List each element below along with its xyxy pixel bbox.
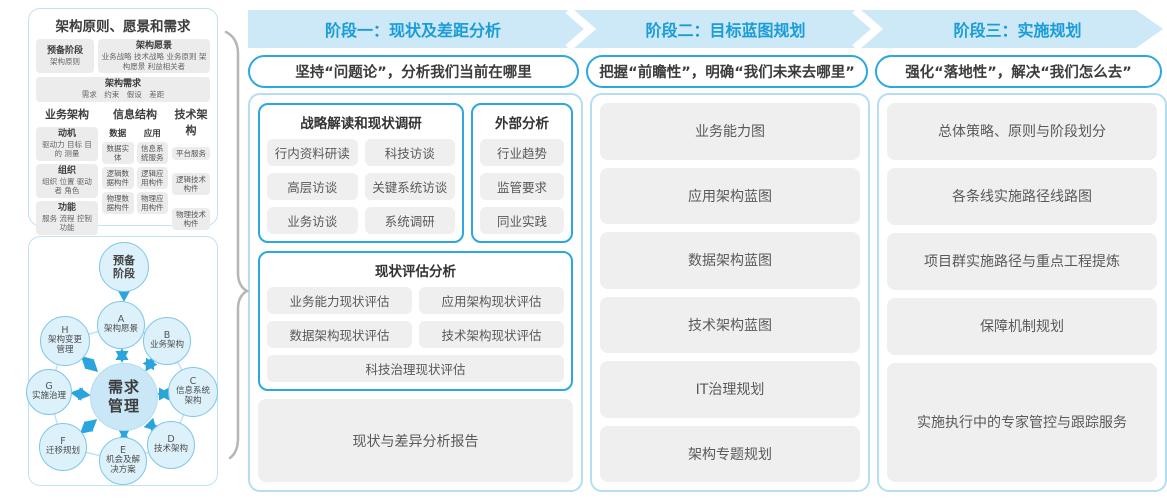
banner-phase-3: 阶段三：实施规划	[953, 21, 1082, 40]
assessment-item: 应用架构现状评估	[419, 287, 564, 314]
motivation-box: 动机 驱动力 目标 目的 测量	[36, 126, 98, 161]
data-subcolumn: 数据 数据实体 逻辑数据构件 物理数据构件	[102, 127, 134, 235]
adm-node-b: B 业务架构	[143, 317, 191, 365]
deliverable-item: 项目群实施路径与重点工程提炼	[887, 232, 1157, 290]
deliverable-item: 保障机制规划	[887, 297, 1157, 355]
prep-phase-circle: 预备阶段	[99, 242, 149, 292]
research-item: 业务访谈	[267, 207, 358, 234]
prep-phase-circle-label: 预备阶段	[113, 253, 135, 280]
chevron-separator-icon	[565, 10, 597, 48]
column-phase-3: 总体策略、原则与阶段划分 各条线实施路径线路图 项目群实施路径与重点工程提炼 保…	[877, 93, 1167, 492]
research-item: 系统调研	[364, 207, 455, 234]
application-item: 逻辑应用构件	[136, 166, 168, 189]
research-item: 科技访谈	[364, 139, 455, 166]
technology-item: 逻辑技术构件	[172, 173, 210, 196]
function-box: 功能 服务 流程 控制 功能	[36, 200, 98, 235]
assessment-item: 业务能力现状评估	[267, 287, 412, 314]
architecture-framework-panel: 架构原则、愿景和需求 预备阶段 架构原则 架构愿景 业务战略 技术战略 业务原则…	[28, 8, 218, 275]
adm-node-f: F 迁移规划	[39, 423, 87, 471]
external-analysis-title: 外部分析	[495, 116, 549, 132]
application-item: 信息系统服务	[136, 141, 168, 164]
deliverable-item: 总体策略、原则与阶段划分	[887, 103, 1157, 160]
assessment-item: 科技治理现状评估	[267, 355, 564, 382]
research-item: 高层访谈	[267, 173, 358, 200]
prep-phase-box: 预备阶段 架构原则	[36, 39, 94, 73]
data-item: 逻辑数据构件	[102, 166, 134, 189]
data-item: 物理数据构件	[102, 191, 134, 214]
vision-title: 架构愿景	[135, 41, 172, 51]
business-architecture-column: 业务架构 动机 驱动力 目标 目的 测量 组织 组织 位置 驱动者 角色 功能 …	[36, 106, 98, 235]
assessment-item: 技术架构现状评估	[419, 321, 564, 348]
slogan-phase-2: 把握“前瞻性”，明确“我们未来去哪里”	[586, 55, 868, 88]
deliverable-item: 数据架构蓝图	[600, 232, 860, 289]
requirements-management-label: 需求管理	[107, 377, 140, 416]
motivation-title: 动机	[57, 128, 76, 139]
adm-node-c: C 信息系统架构	[168, 367, 218, 417]
business-architecture-title: 业务架构	[45, 107, 89, 121]
assessment-item: 数据架构现状评估	[267, 321, 412, 348]
application-subtitle: 应用	[143, 128, 161, 139]
application-subcolumn: 应用 信息系统服务 逻辑应用构件 物理应用构件	[136, 127, 168, 235]
organization-sub: 组织 位置 驱动者 角色	[42, 176, 92, 196]
organization-title: 组织	[57, 165, 76, 176]
adm-node-h: H 架构变更管理	[40, 316, 90, 366]
research-item: 关键系统访谈	[364, 173, 455, 200]
data-item: 数据实体	[102, 141, 134, 164]
prep-phase-title: 预备阶段	[46, 45, 83, 56]
technology-item: 物理技术构件	[172, 207, 210, 230]
adm-node-d: D 技术架构	[147, 421, 195, 469]
banner-phase-2: 阶段二：目标蓝图规划	[645, 21, 806, 40]
banner-phase-1: 阶段一：现状及差距分析	[324, 21, 501, 40]
deliverable-item: IT治理规划	[600, 361, 860, 418]
function-sub: 服务 流程 控制 功能	[42, 213, 92, 233]
requirements-title: 架构需求	[104, 79, 141, 89]
assessment-box-title: 现状评估分析	[375, 264, 456, 280]
requirements-box: 架构需求 需求 约束 假设 差距	[36, 77, 210, 102]
deliverable-item: 实施执行中的专家管控与跟踪服务	[887, 362, 1157, 483]
vision-sub: 业务战略 技术战略 业务原则 架构愿景 利益相关者	[101, 52, 207, 71]
research-box: 战略解读和现状调研 行内资料研读 科技访谈 高层访谈 关键系统访谈 业务访谈 系…	[258, 103, 464, 243]
external-analysis-box: 外部分析 行业趋势 监管要求 同业实践	[471, 103, 573, 243]
chevron-separator-icon	[852, 10, 884, 48]
data-subtitle: 数据	[109, 128, 127, 139]
technology-architecture-column: 技术架构 平台服务 逻辑技术构件 物理技术构件	[172, 106, 210, 235]
external-item: 监管要求	[480, 173, 564, 200]
motivation-sub: 驱动力 目标 目的 测量	[42, 139, 92, 159]
adm-node-g: G 实施治理	[26, 369, 72, 415]
deliverable-item: 应用架构蓝图	[600, 167, 860, 224]
function-title: 功能	[57, 202, 76, 213]
slogan-phase-1: 坚持“问题论”，分析我们当前在哪里	[248, 55, 579, 88]
column-phase-1: 战略解读和现状调研 行内资料研读 科技访谈 高层访谈 关键系统访谈 业务访谈 系…	[248, 93, 583, 492]
prep-phase-sub: 架构原则	[50, 56, 80, 66]
assessment-box: 现状评估分析 业务能力现状评估 应用架构现状评估 数据架构现状评估 技术架构现状…	[258, 251, 573, 391]
external-item: 行业趋势	[480, 139, 564, 166]
information-structure-title: 信息结构	[113, 107, 157, 121]
deliverable-item: 技术架构蓝图	[600, 296, 860, 353]
vision-box: 架构愿景 业务战略 技术战略 业务原则 架构愿景 利益相关者	[98, 39, 210, 73]
research-item: 行内资料研读	[267, 139, 358, 166]
adm-node-e: E 机会及解决方案	[99, 437, 147, 485]
phase-banner-strip	[248, 10, 1163, 48]
application-item: 物理应用构件	[136, 191, 168, 214]
adm-cycle-panel: 预备阶段 A 架构愿景 H 架构变更管理 B 业务架构 G 实施治理 C 信息系…	[26, 236, 218, 486]
deliverable-item: 各条线实施路径线路图	[887, 167, 1157, 225]
organization-box: 组织 组织 位置 驱动者 角色	[36, 163, 98, 198]
deliverable-item: 架构专题规划	[600, 425, 860, 482]
report-box: 现状与差异分析报告	[258, 399, 573, 482]
requirements-management-circle: 需求管理	[90, 363, 158, 431]
external-item: 同业实践	[480, 207, 564, 234]
research-box-title: 战略解读和现状调研	[300, 116, 422, 132]
technology-architecture-title: 技术架构	[174, 107, 208, 137]
column-phase-2: 业务能力图 应用架构蓝图 数据架构蓝图 技术架构蓝图 IT治理规划 架构专题规划	[590, 93, 870, 492]
requirements-sub: 需求 约束 假设 差距	[81, 90, 165, 100]
information-structure-column: 信息结构 数据 数据实体 逻辑数据构件 物理数据构件 应用 信息系统服务 逻辑应…	[102, 106, 168, 235]
brace	[224, 30, 250, 460]
deliverable-item: 业务能力图	[600, 103, 860, 160]
slogan-phase-3: 强化“落地性”，解决“我们怎么去”	[875, 55, 1162, 88]
technology-item: 平台服务	[172, 147, 210, 161]
framework-title: 架构原则、愿景和需求	[55, 19, 191, 35]
adm-node-a: A 架构愿景	[97, 301, 145, 349]
